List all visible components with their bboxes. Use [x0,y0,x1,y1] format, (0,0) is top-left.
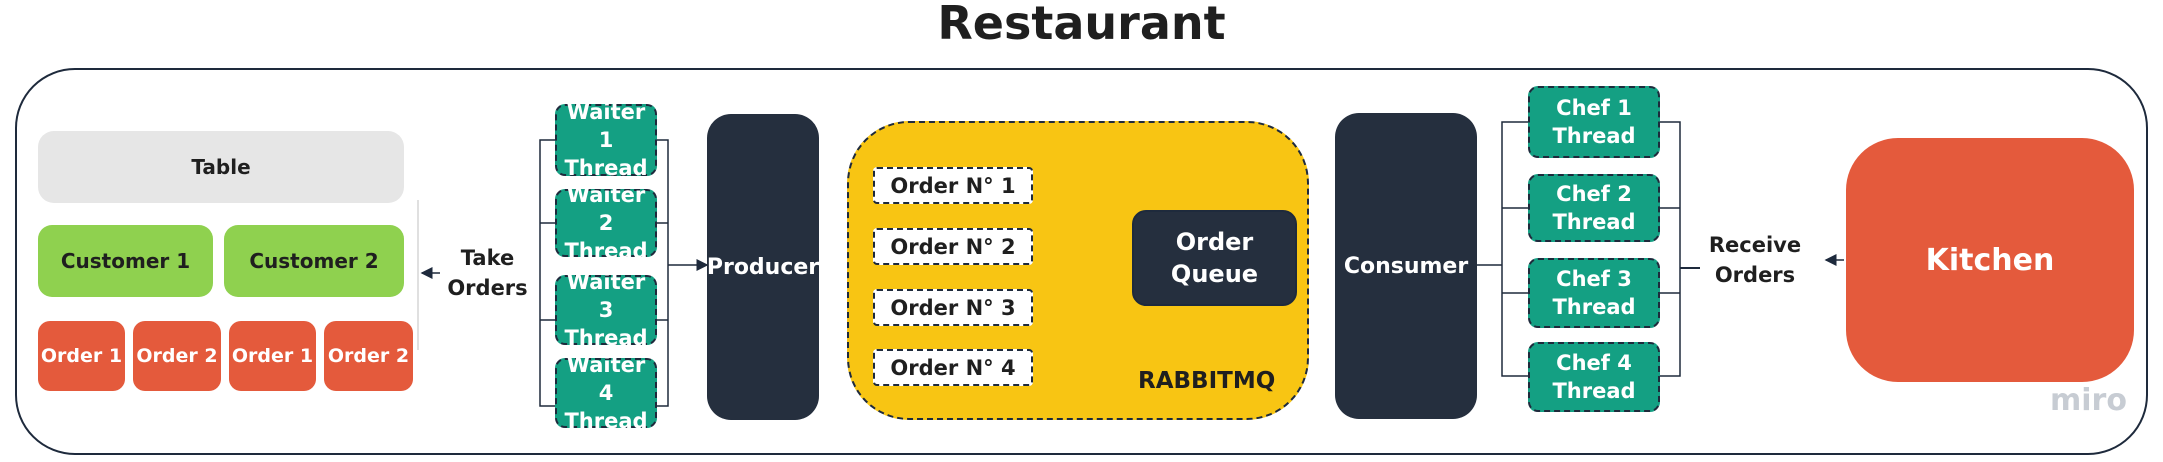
receive-orders-label: Receive Orders [1708,233,1802,287]
queue-order-box: Order N° 4 [873,349,1033,386]
chef-thread-box: Chef 1 Thread [1528,86,1660,158]
order-box: Order 1 [229,321,316,391]
rabbitmq-label: RABBITMQ [1138,368,1276,394]
diagram-title: Restaurant [937,0,1226,50]
order-queue-box: Order Queue [1132,210,1297,306]
waiter-bracket-left [539,139,555,407]
chef-thread-box: Chef 4 Thread [1528,342,1660,412]
restaurant-frame [15,68,2148,455]
customer-1-box: Customer 1 [38,225,213,297]
order-box: Order 2 [324,321,413,391]
chef-bracket-left [1501,121,1528,377]
waiter-thread-box: Waiter 2 Thread [555,183,657,263]
customer-2-box: Customer 2 [224,225,404,297]
waiter-bracket-right [657,139,669,407]
take-orders-label: Take Orders [447,246,528,300]
queue-order-box: Order N° 2 [873,228,1033,265]
kitchen-box: Kitchen [1846,138,2134,382]
waiter-thread-box: Waiter 1 Thread [555,100,657,180]
chef-thread-box: Chef 2 Thread [1528,174,1660,242]
queue-order-box: Order N° 1 [873,167,1033,204]
miro-watermark: miro [2050,383,2127,418]
chef-thread-box: Chef 3 Thread [1528,258,1660,328]
waiter-thread-box: Waiter 4 Thread [555,353,657,433]
order-box: Order 2 [133,321,221,391]
chef-bracket-right [1660,121,1681,377]
waiter-thread-box: Waiter 3 Thread [555,270,657,350]
consumer-box: Consumer [1335,113,1477,419]
queue-order-box: Order N° 3 [873,289,1033,326]
producer-box: Producer [707,114,819,420]
table-box: Table [38,131,404,203]
order-box: Order 1 [38,321,125,391]
